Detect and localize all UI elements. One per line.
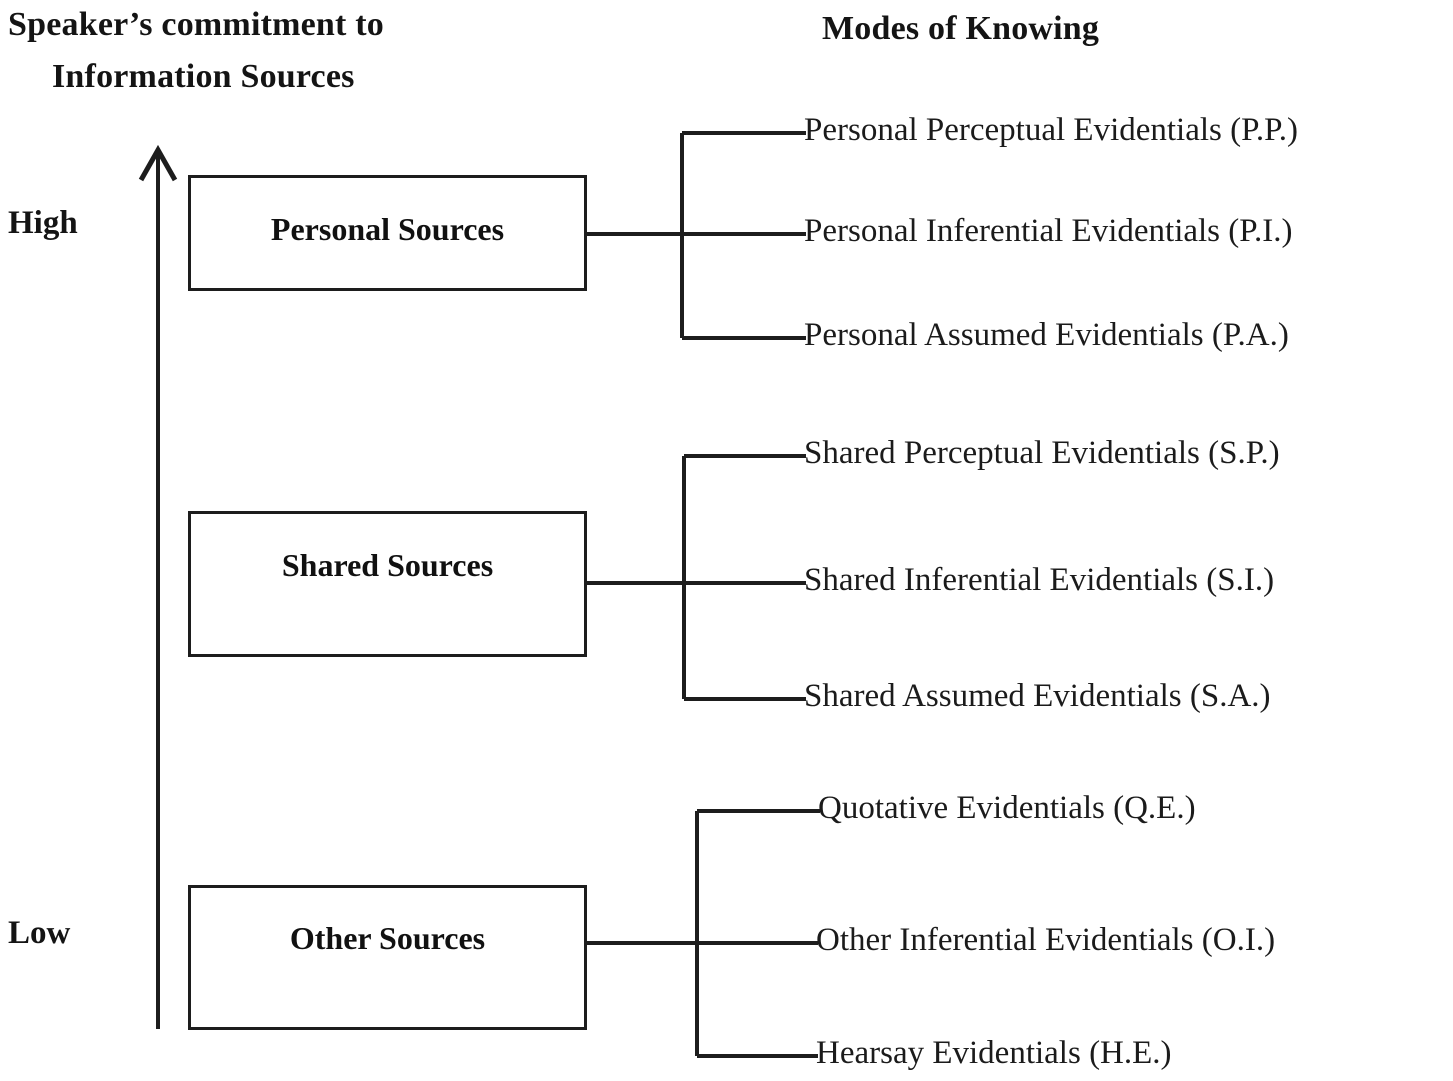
mode-label-personal-inferential: Personal Inferential Evidentials (P.I.) [804, 213, 1293, 249]
mode-label-shared-inferential: Shared Inferential Evidentials (S.I.) [804, 562, 1275, 598]
source-box-other: Other Sources [188, 885, 587, 1030]
axis-label-high: High [8, 205, 78, 241]
mode-label-personal-perceptual: Personal Perceptual Evidentials (P.P.) [804, 112, 1299, 148]
axis-label-low: Low [8, 915, 71, 951]
right-column-title: Modes of Knowing [822, 10, 1100, 47]
mode-label-quotative: Quotative Evidentials (Q.E.) [818, 790, 1196, 826]
mode-label-shared-assumed: Shared Assumed Evidentials (S.A.) [804, 678, 1271, 714]
axis-arrowhead [138, 144, 178, 182]
source-box-label-personal: Personal Sources [270, 211, 505, 247]
source-box-label-other: Other Sources [289, 920, 486, 956]
source-box-personal: Personal Sources [188, 175, 587, 291]
mode-label-personal-assumed: Personal Assumed Evidentials (P.A.) [804, 317, 1289, 353]
left-column-title-line1: Speaker’s commitment to [8, 6, 384, 43]
source-box-label-shared: Shared Sources [281, 547, 494, 583]
left-column-title-line2: Information Sources [52, 58, 355, 95]
mode-label-hearsay: Hearsay Evidentials (H.E.) [816, 1035, 1172, 1071]
mode-label-shared-perceptual: Shared Perceptual Evidentials (S.P.) [804, 435, 1280, 471]
mode-label-other-inferential: Other Inferential Evidentials (O.I.) [816, 922, 1276, 958]
source-box-shared: Shared Sources [188, 511, 587, 657]
